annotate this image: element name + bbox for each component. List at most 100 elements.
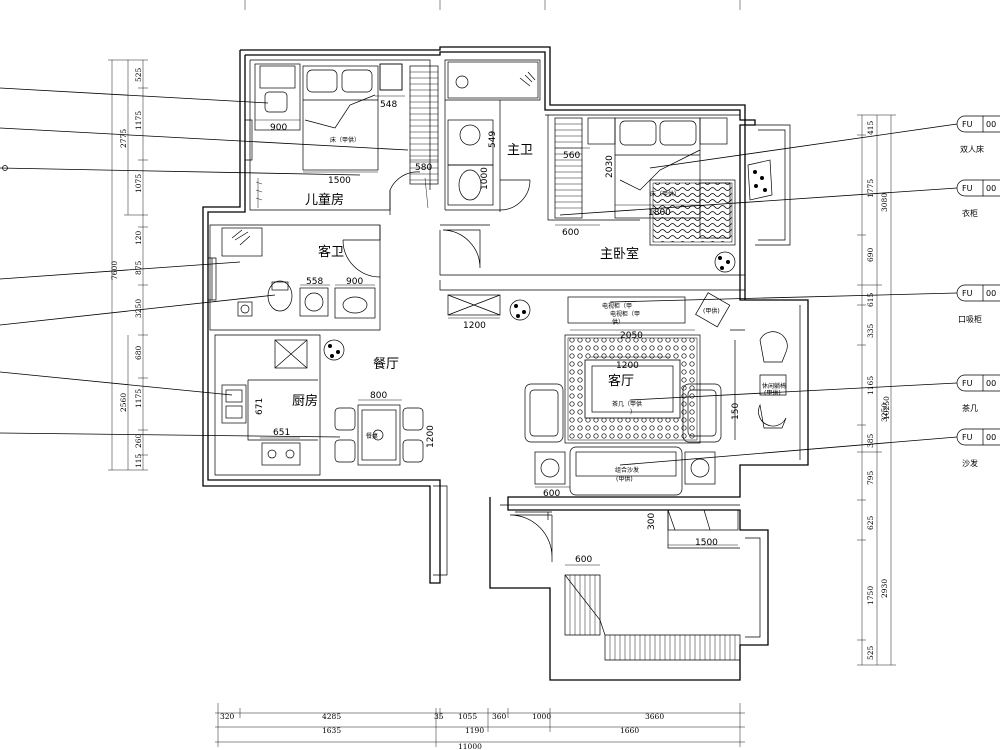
furniture-labels: 床（甲供） 床（甲供） 电视柜（甲 电视柜（甲 供） (甲供) 茶几（甲供 ） … <box>330 136 786 483</box>
fu-tag-sofa: FU 00 沙发 <box>956 428 1000 468</box>
fu-tags: FU 00 双人床 FU 00 衣柜 FU 00 口吸柜 FU 00 茶几 FU… <box>956 115 1000 468</box>
child-room <box>254 63 439 209</box>
dim-600-bottom: 600 <box>575 555 592 565</box>
sofa-label-2: (甲供) <box>616 475 633 483</box>
right-dim-total: 10250 <box>882 396 891 420</box>
dim-1800: 1800 <box>648 208 671 218</box>
child-bed-label: 床（甲供） <box>330 136 360 144</box>
dim-671: 671 <box>255 398 265 415</box>
left-dim-seg-8: 1175 <box>134 389 143 408</box>
fu-tag-wardrobe-code: FU <box>962 184 973 193</box>
fu-tag-bed-name: 双人床 <box>960 144 984 154</box>
bottom-dim-seg-5: 360 <box>492 712 507 721</box>
dining-label: 餐厅 <box>373 356 399 372</box>
bottom-dim-group-1: 1635 <box>322 726 341 735</box>
dim-1200-table: 1200 <box>616 361 639 371</box>
right-dim-group-2: 3250 <box>880 403 889 422</box>
leisure-chair-label-1: 休闲躺椅 <box>762 382 786 390</box>
bottom-dim-seg-4: 1055 <box>458 712 477 721</box>
kitchen <box>221 339 345 466</box>
walls <box>202 46 809 681</box>
left-dim-seg-4: 120 <box>134 230 143 245</box>
left-dim-seg-1: 525 <box>134 67 143 82</box>
living-label: 客厅 <box>608 373 634 389</box>
dim-900-child: 900 <box>270 123 287 133</box>
left-dim-seg-3: 1075 <box>134 174 143 193</box>
right-dim-seg-1: 415 <box>866 120 875 135</box>
tv-cabinet-label-3: 供） <box>612 318 624 326</box>
fu-tag-cabinet-num: 00 <box>986 289 996 298</box>
bottom-dim-group-2: 1190 <box>465 726 484 735</box>
fu-tag-cabinet: FU 00 口吸柜 <box>956 284 1000 324</box>
tv-cabinet-label-2: 电视柜（甲 <box>610 310 640 318</box>
fu-tag-cabinet-code: FU <box>962 289 973 298</box>
dim-651: 651 <box>273 428 290 438</box>
left-dim-total: 7600 <box>110 261 119 280</box>
fu-tag-bed-code: FU <box>962 120 973 129</box>
kitchen-label: 厨房 <box>292 393 318 409</box>
right-dim-seg-10: 1750 <box>866 586 875 605</box>
master-bedroom <box>554 117 773 273</box>
coffee-table-label-1: 茶几（甲供 <box>612 400 642 408</box>
master-bed-label: 床（甲供） <box>650 190 680 198</box>
top-marks <box>244 0 741 10</box>
dim-560: 560 <box>563 151 580 161</box>
right-dim-seg-8: 795 <box>866 470 875 485</box>
fu-tag-bed: FU 00 双人床 <box>956 115 1000 154</box>
fu-tag-wardrobe-num: 00 <box>986 184 996 193</box>
fu-tag-wardrobe: FU 00 衣柜 <box>956 179 1000 218</box>
fu-tag-coffee-table-code: FU <box>962 379 973 388</box>
left-dim-seg-10: 115 <box>134 453 143 468</box>
doors <box>342 171 553 562</box>
right-dim-seg-11: 525 <box>866 645 875 660</box>
bottom-dimension-chain: 320 4285 35 1055 360 1000 3660 1635 1190… <box>215 703 745 750</box>
fu-tag-coffee-table: FU 00 茶几 <box>956 374 1000 413</box>
right-dim-seg-2: 1775 <box>866 179 875 198</box>
right-dim-seg-3: 690 <box>866 247 875 262</box>
dim-1000-bath: 1000 <box>480 167 490 190</box>
left-dim-seg-6: 3250 <box>134 299 143 318</box>
bottom-dim-seg-2: 4285 <box>322 712 341 721</box>
corner-table-label: (甲供) <box>703 307 720 315</box>
bottom-dim-total: 11000 <box>458 742 482 750</box>
dim-1200-dining: 1200 <box>426 425 436 448</box>
left-dim-seg-7: 680 <box>134 345 143 360</box>
dim-548: 548 <box>380 100 397 110</box>
bottom-bedroom <box>547 509 740 549</box>
dining-table-label: 餐桌 <box>366 432 378 440</box>
bottom-dim-seg-1: 320 <box>220 712 235 721</box>
dim-150: 150 <box>731 403 741 420</box>
dim-1200-living: 1200 <box>463 321 486 331</box>
bottom-dim-seg-7: 3660 <box>645 712 664 721</box>
dim-900-guest: 900 <box>346 277 363 287</box>
tv-cabinet-label-1: 电视柜（甲 <box>602 302 632 310</box>
sofa-label-1: 组合沙发 <box>615 466 639 474</box>
bottom-dim-group-3: 1660 <box>620 726 639 735</box>
dim-600-living: 600 <box>543 489 560 499</box>
left-dim-seg-2: 1175 <box>134 111 143 130</box>
dim-1500-bottom: 1500 <box>695 538 718 548</box>
right-dim-seg-7: 385 <box>866 433 875 448</box>
fu-tag-coffee-table-num: 00 <box>986 379 996 388</box>
fu-tag-bed-num: 00 <box>986 120 996 129</box>
left-dimension-chain: 7600 2775 2560 525 1175 1075 120 875 325… <box>108 59 148 471</box>
right-dim-seg-9: 625 <box>866 515 875 530</box>
master-bedroom-label: 主卧室 <box>600 246 639 262</box>
master-bath-label: 主卫 <box>507 143 533 158</box>
dim-558: 558 <box>306 277 323 287</box>
dining <box>334 404 424 466</box>
right-dim-seg-6: 1165 <box>866 376 875 395</box>
left-leaders <box>0 87 409 438</box>
bottom-dim-seg-3: 35 <box>434 712 444 721</box>
dim-800: 800 <box>370 391 387 401</box>
dim-2050: 2050 <box>620 331 643 341</box>
dim-549: 549 <box>488 131 498 148</box>
fu-tag-coffee-table-name: 茶几 <box>962 403 978 413</box>
left-dim-group-2: 2560 <box>119 393 128 412</box>
fu-tag-sofa-num: 00 <box>986 433 996 442</box>
left-dim-group-1: 2775 <box>119 129 128 148</box>
dim-600-master: 600 <box>562 228 579 238</box>
guest-bath <box>221 227 376 319</box>
coffee-table-label-2: ） <box>630 409 636 416</box>
